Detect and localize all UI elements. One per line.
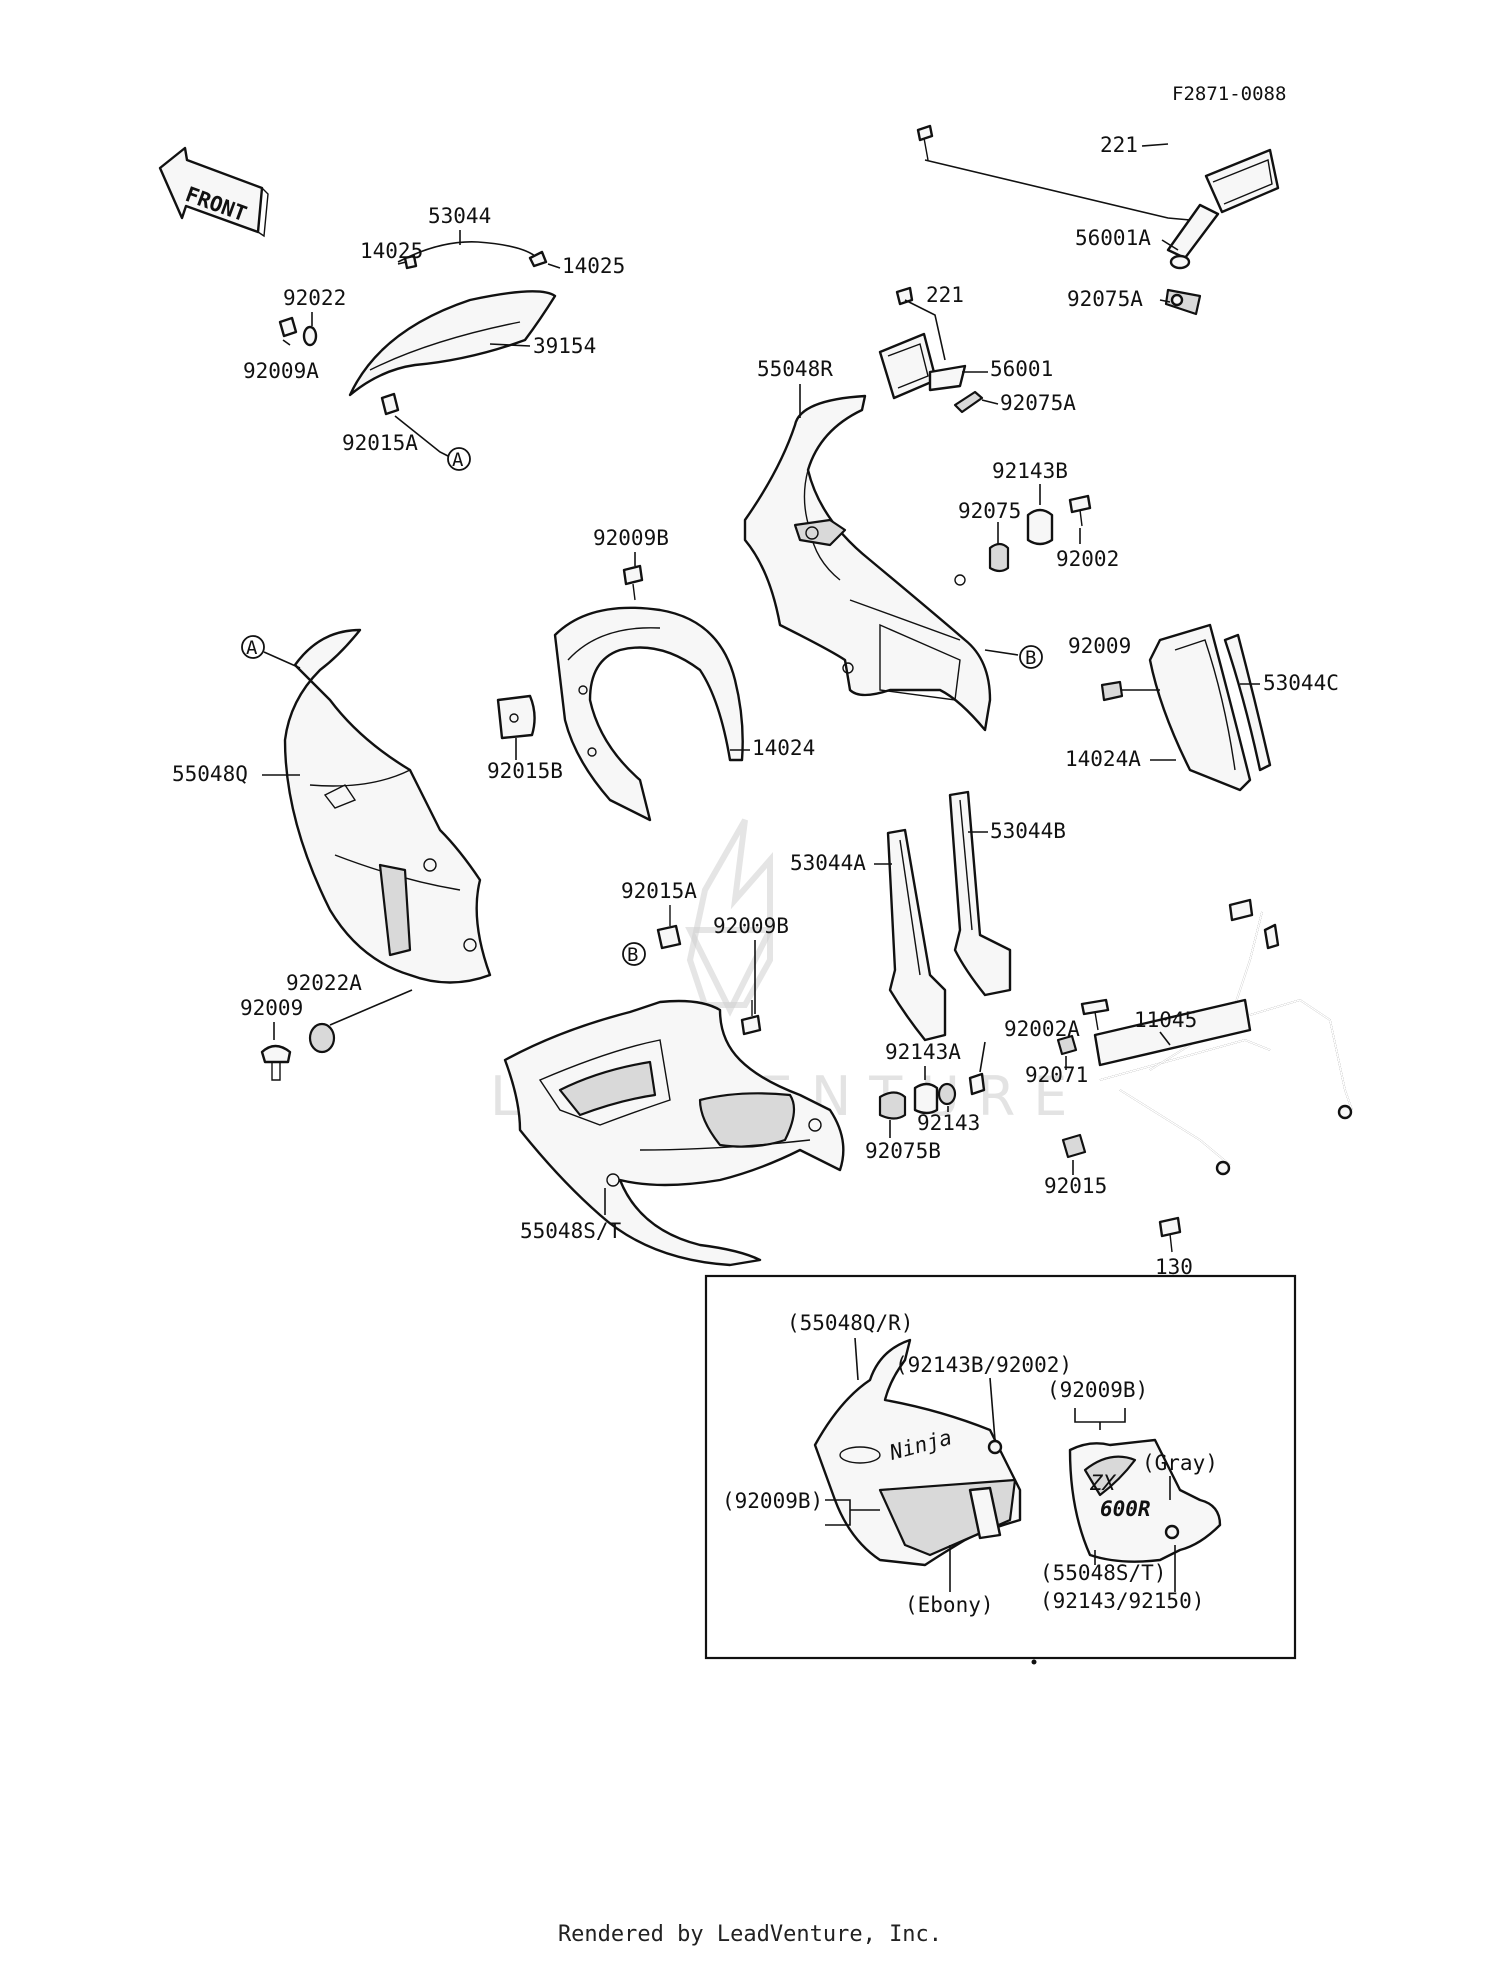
label-39154: 39154 [533, 334, 596, 358]
fastener-set-lower-left [656, 905, 762, 1036]
decal-zx: ZX [1089, 1471, 1117, 1495]
ref-A-top: A [452, 449, 464, 471]
inset-box [704, 1274, 1297, 1660]
label-92002: 92002 [1056, 547, 1119, 571]
label-92022A: 92022A [286, 971, 362, 995]
label-92075B: 92075B [865, 1139, 941, 1163]
fastener-set-lower-right [878, 1072, 986, 1120]
label-56001A: 56001A [1075, 226, 1151, 250]
label-53044A: 53044A [790, 851, 866, 875]
inset-fairing-upper: Ninja [813, 1338, 1022, 1567]
label-11045: 11045 [1134, 1008, 1197, 1032]
ref-B-lower: B [627, 944, 638, 966]
label-92143: 92143 [917, 1111, 980, 1135]
label-92022: 92022 [283, 286, 346, 310]
label-221: 221 [1100, 133, 1138, 157]
label-53044B: 53044B [990, 819, 1066, 843]
fastener-set-bracket [1056, 1034, 1182, 1253]
label-92015A-top: 92015A [342, 431, 418, 455]
inset-label-92009B-right: (92009B) [1047, 1378, 1148, 1402]
label-92009-left: 92009 [240, 996, 303, 1020]
fairing-bracket [1080, 898, 1353, 1176]
inner-panel-14024 [496, 564, 744, 822]
label-92143A: 92143A [885, 1040, 961, 1064]
inset-fairing-lower: ZX 600R [1068, 1438, 1222, 1563]
inset-label-92143B-92002: (92143B/92002) [895, 1353, 1072, 1377]
inset-label-92009B-left: (92009B) [722, 1489, 823, 1513]
upper-fairing-right [743, 394, 992, 732]
label-92071: 92071 [1025, 1063, 1088, 1087]
figure-code: F2871-0088 [1172, 83, 1286, 105]
label-53044C: 53044C [1263, 671, 1339, 695]
front-arrow-icon: FRONT [158, 146, 269, 238]
inset-dot [1031, 1659, 1037, 1665]
label-92075A-left: 92075A [1000, 391, 1076, 415]
mirror-assembly-right [916, 124, 1280, 316]
label-92075A: 92075A [1067, 287, 1143, 311]
fastener-set-left [260, 1022, 336, 1081]
label-92015-bracket: 92015 [1044, 1174, 1107, 1198]
label-92009B-lower: 92009B [713, 914, 789, 938]
label-55048R: 55048R [757, 357, 833, 381]
decal-600r: 600R [1100, 1497, 1151, 1521]
lower-fairing [503, 999, 845, 1267]
label-92009-right: 92009 [1068, 634, 1131, 658]
label-92009B-top: 92009B [593, 526, 669, 550]
label-55048ST: 55048S/T [520, 1219, 622, 1243]
label-14024: 14024 [752, 736, 815, 760]
inset-label-gray: (Gray) [1142, 1451, 1218, 1475]
ref-B-top: B [1025, 647, 1036, 669]
label-53044: 53044 [428, 204, 491, 228]
inset-label-55048ST: (55048S/T) [1040, 1561, 1166, 1585]
label-55048Q: 55048Q [172, 762, 248, 786]
ref-A-left: A [246, 637, 258, 659]
inset-label-ebony: (Ebony) [905, 1593, 994, 1617]
label-14025-left: 14025 [360, 239, 423, 263]
label-92015B: 92015B [487, 759, 563, 783]
label-14024A: 14024A [1065, 747, 1141, 771]
inset-label-92143-92150: (92143/92150) [1040, 1589, 1204, 1613]
label-92009A: 92009A [243, 359, 319, 383]
side-panel-14024A [1100, 623, 1272, 792]
footer-credit: Rendered by LeadVenture, Inc. [557, 1922, 943, 1947]
side-strips [886, 790, 1012, 1042]
label-92075: 92075 [958, 499, 1021, 523]
upper-fairing-left [283, 628, 492, 984]
fastener-set-upper [988, 494, 1092, 573]
label-92143B: 92143B [992, 459, 1068, 483]
label-14025-right: 14025 [562, 254, 625, 278]
inset-label-55048QR: (55048Q/R) [787, 1311, 913, 1335]
mirror-assembly-left [878, 286, 984, 414]
label-56001: 56001 [990, 357, 1053, 381]
label-221-left: 221 [926, 283, 964, 307]
windshield-group [278, 241, 557, 416]
label-92015A-lower: 92015A [621, 879, 697, 903]
